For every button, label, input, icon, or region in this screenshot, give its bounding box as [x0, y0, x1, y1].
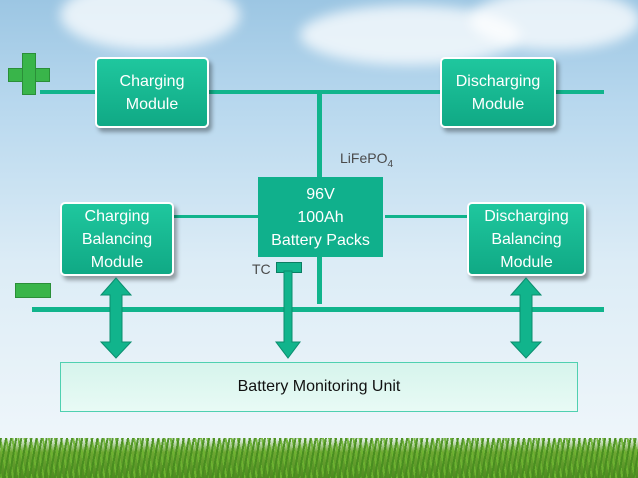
grass-decoration	[0, 438, 638, 478]
charging-balancing-connector	[174, 215, 258, 218]
discharging-balancing-line-3: Module	[500, 253, 553, 271]
discharging-balancing-line-2: Balancing	[491, 230, 562, 248]
background-cloud	[60, 0, 240, 50]
discharging-module-line-2: Module	[471, 95, 525, 113]
tc-sensor	[276, 262, 302, 273]
discharging-balancing-module: Discharging Balancing Module	[467, 202, 586, 276]
bidirectional-arrow-icon	[509, 277, 543, 359]
discharging-module-line-1: Discharging	[455, 72, 541, 90]
charging-module: Charging Module	[95, 57, 209, 128]
discharging-balancing-connector	[385, 215, 467, 218]
minus-terminal-icon	[15, 283, 51, 298]
charging-module-line-1: Charging	[119, 72, 185, 90]
charging-balancing-line-3: Module	[90, 253, 144, 271]
charging-balancing-module: Charging Balancing Module	[60, 202, 174, 276]
battery-monitoring-unit: Battery Monitoring Unit	[60, 362, 578, 412]
discharging-balancing-line-1: Discharging	[484, 207, 569, 225]
chemistry-label: LiFePO4	[340, 150, 394, 170]
negative-bus-line	[32, 307, 604, 312]
battery-monitoring-unit-label: Battery Monitoring Unit	[237, 378, 401, 395]
battery-pack: 96V 100Ah Battery Packs	[258, 177, 383, 257]
down-arrow-icon	[275, 270, 301, 359]
bidirectional-arrow-icon	[99, 277, 133, 359]
chemistry-subscript: 4	[387, 158, 394, 170]
battery-pack-capacity: 100Ah	[297, 208, 344, 226]
battery-pack-label: Battery Packs	[271, 231, 370, 249]
charging-balancing-line-2: Balancing	[81, 230, 153, 248]
background-cloud	[470, 0, 638, 50]
tc-label: TC	[252, 261, 271, 277]
discharging-module: Discharging Module	[440, 57, 556, 128]
battery-pack-voltage: 96V	[306, 185, 335, 203]
charging-module-line-2: Module	[125, 95, 179, 113]
charging-balancing-line-1: Charging	[84, 207, 150, 225]
positive-bus-line	[40, 90, 604, 94]
